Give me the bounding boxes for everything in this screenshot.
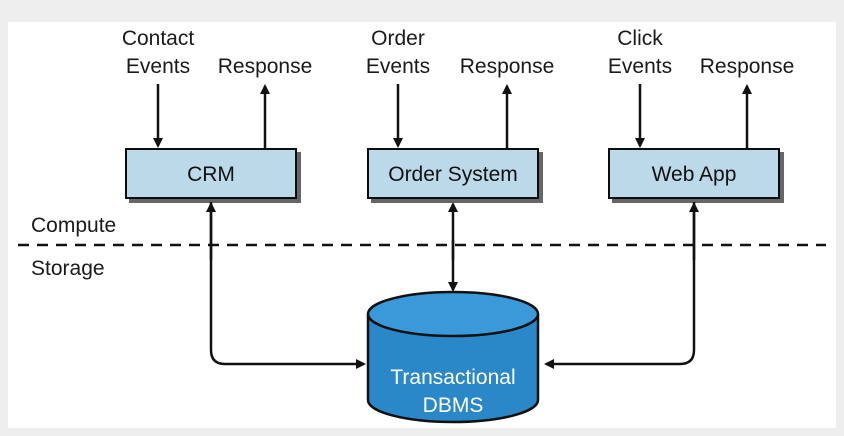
database-top [366,290,540,338]
order-system-group: Order Events Response Order System [366,27,555,199]
order-event-label-line2: Events [366,55,430,78]
web-event-label-line1: Click [617,27,663,50]
compute-label: Compute [31,214,116,237]
web-event-label-line2: Events [608,55,672,78]
database-label-line2: DBMS [423,394,484,417]
crm-box-label: CRM [187,163,235,186]
crm-box [125,148,297,199]
database-label-line1: Transactional [390,366,515,389]
crm-response-label: Response [218,55,313,78]
crm-event-label-line1: Contact [122,27,195,50]
order-event-label-line1: Order [371,27,425,50]
order-response-label: Response [460,55,555,78]
order-system-box [367,148,539,199]
web-app-group: Click Events Response Web App [608,27,795,199]
crm-group: Contact Events Response CRM [122,27,313,199]
order-system-box-label: Order System [388,163,518,186]
storage-label: Storage [31,257,105,280]
web-app-box-label: Web App [652,163,737,186]
database-cylinder: Transactional DBMS [366,290,540,424]
crm-db-connector [209,202,366,369]
web-response-label: Response [700,55,795,78]
crm-event-label-line2: Events [126,55,190,78]
database-body [366,314,540,424]
web-db-connector [544,202,696,369]
web-app-box [608,148,780,199]
